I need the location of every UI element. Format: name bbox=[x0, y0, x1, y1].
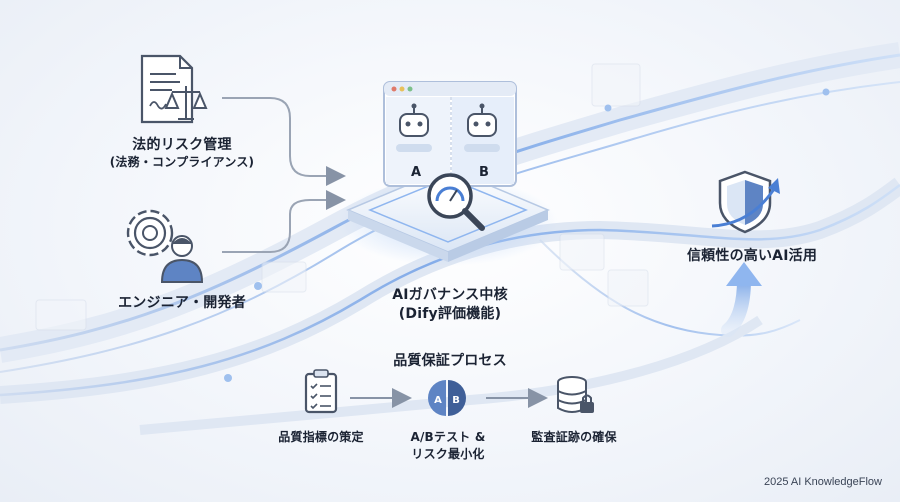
legal-risk-subtitle: (法務・コンプライアンス) bbox=[109, 155, 255, 169]
gear-icon bbox=[126, 209, 174, 257]
reliable-ai-title: 信頼性の高いAI活用 bbox=[686, 248, 818, 264]
process-step-ab-line1: A/Bテスト & bbox=[410, 430, 486, 444]
engineer-title: エンジニア・開発者 bbox=[118, 295, 246, 311]
robot-b-icon bbox=[464, 103, 500, 152]
core-subtitle: (Dify評価機能) bbox=[398, 306, 502, 322]
database-lock-icon bbox=[557, 376, 594, 413]
footer-credit: 2025 AI KnowledgeFlow bbox=[763, 476, 882, 488]
shield-icon bbox=[711, 170, 780, 234]
process-step-ab-line2: リスク最小化 bbox=[411, 447, 485, 461]
ab-split-icon bbox=[428, 380, 466, 416]
ab-badge-a: A bbox=[434, 395, 442, 406]
ab-badge-b: B bbox=[452, 395, 460, 406]
process-step-metrics: 品質指標の策定 bbox=[278, 430, 364, 444]
upward-arrow bbox=[721, 262, 762, 337]
process-title: 品質保証プロセス bbox=[393, 353, 507, 369]
magnifier-gauge-icon bbox=[427, 173, 485, 231]
background-panels bbox=[35, 63, 649, 331]
panel-a-label: A bbox=[411, 165, 421, 180]
legal-risk-title: 法的リスク管理 bbox=[132, 137, 232, 153]
clipboard-checklist-icon bbox=[304, 369, 338, 414]
scales-icon bbox=[164, 86, 208, 120]
panel-b-label: B bbox=[479, 165, 489, 180]
process-step-audit: 監査証跡の確保 bbox=[531, 430, 617, 444]
robot-a-icon bbox=[396, 103, 432, 152]
legal-document-icon bbox=[140, 54, 194, 124]
input-arrows bbox=[222, 97, 346, 253]
core-title: AIガバナンス中核 bbox=[392, 287, 508, 303]
person-icon bbox=[160, 235, 204, 283]
